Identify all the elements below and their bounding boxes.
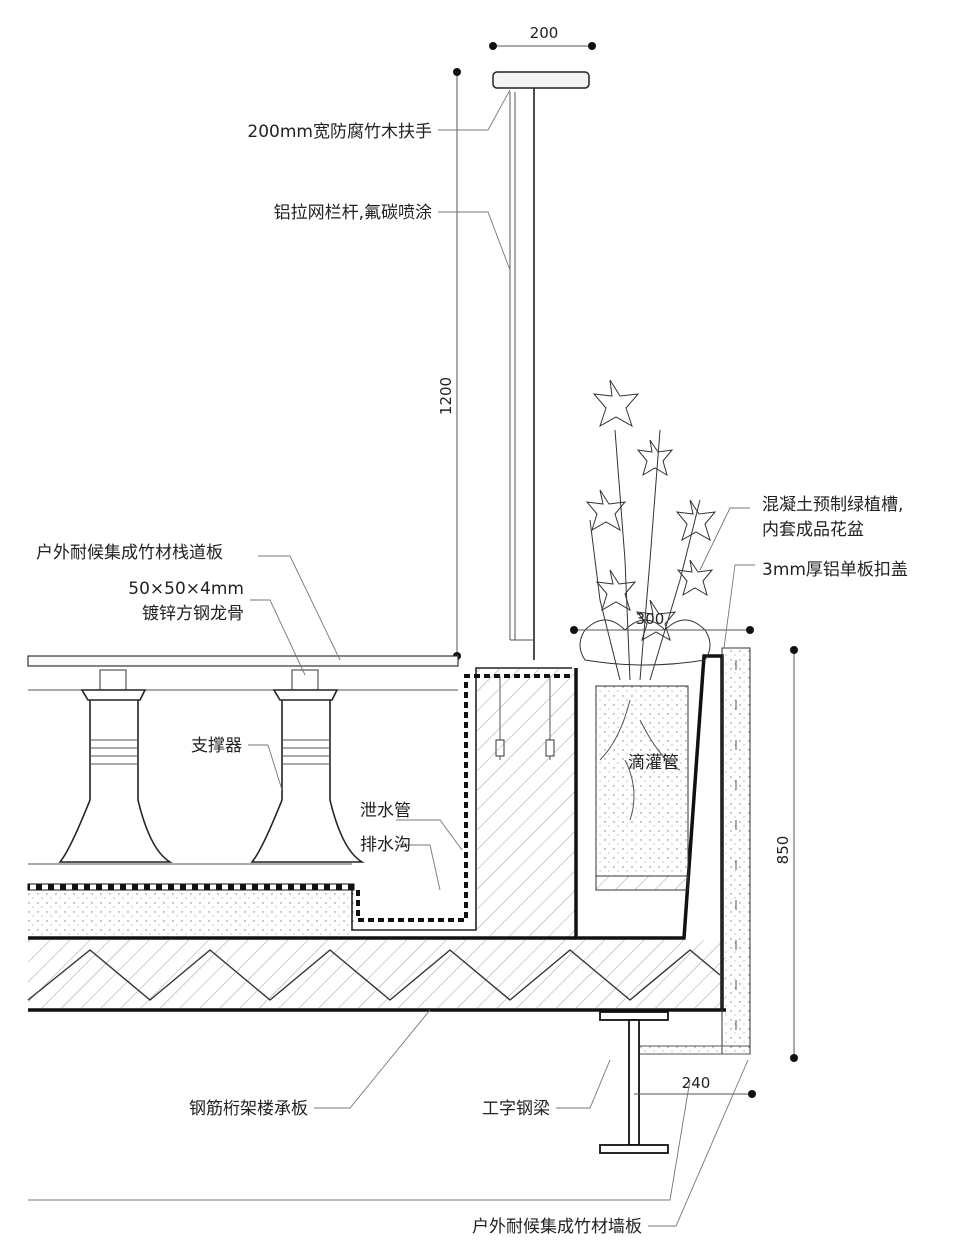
screed-layer <box>27 863 355 937</box>
pedestal-support-right <box>250 669 365 863</box>
planter-box <box>574 654 724 1010</box>
label-railing: 铝拉网栏杆,氟碳喷涂 <box>274 203 432 223</box>
dim-1200-text: 1200 <box>437 377 455 415</box>
label-keel-line1: 50×50×4mm <box>128 579 244 599</box>
label-planter-line1: 混凝土预制绿植槽, <box>762 495 903 515</box>
dim-240-text: 240 <box>682 1074 711 1092</box>
label-boardwalk: 户外耐候集成竹材栈道板 <box>36 543 223 563</box>
pedestal-support-left <box>58 669 173 863</box>
dim-planter-height: 850 <box>774 646 798 1062</box>
label-steel-beam: 工字钢梁 <box>482 1099 550 1119</box>
concrete-upstand <box>476 668 576 938</box>
dim-railing-width: 200 <box>489 24 596 50</box>
steel-i-beam <box>599 1011 669 1154</box>
dim-300-text: 300 <box>636 610 665 628</box>
label-drain-ditch: 排水沟 <box>360 835 411 855</box>
bamboo-wall-cladding <box>634 647 751 1055</box>
label-wall-board: 户外耐候集成竹材墙板 <box>472 1217 642 1237</box>
deck-board <box>27 655 459 691</box>
dim-planter-width: 300 <box>570 610 754 634</box>
dim-railing-height: 1200 <box>437 68 461 660</box>
label-deck-slab: 钢筋桁架楼承板 <box>189 1099 308 1119</box>
label-keel-line2: 镀锌方钢龙骨 <box>142 604 244 624</box>
dim-wall-thickness: 240 <box>634 1074 756 1098</box>
plant-illustration <box>579 379 717 681</box>
label-planter-line2: 内套成品花盆 <box>762 520 864 540</box>
handrail-shape <box>492 71 590 89</box>
label-drain-pipe: 泄水管 <box>360 801 411 821</box>
railing-assembly <box>492 71 590 660</box>
leader-lines <box>28 89 755 1227</box>
label-support: 支撑器 <box>191 736 242 756</box>
dim-200-text: 200 <box>530 24 559 42</box>
label-drip-pipe: 滴灌管 <box>628 753 679 773</box>
label-handrail: 200mm宽防腐竹木扶手 <box>247 122 432 142</box>
dim-850-text: 850 <box>774 836 792 865</box>
floor-slab <box>27 936 726 1012</box>
label-cover: 3mm厚铝单板扣盖 <box>762 560 908 580</box>
